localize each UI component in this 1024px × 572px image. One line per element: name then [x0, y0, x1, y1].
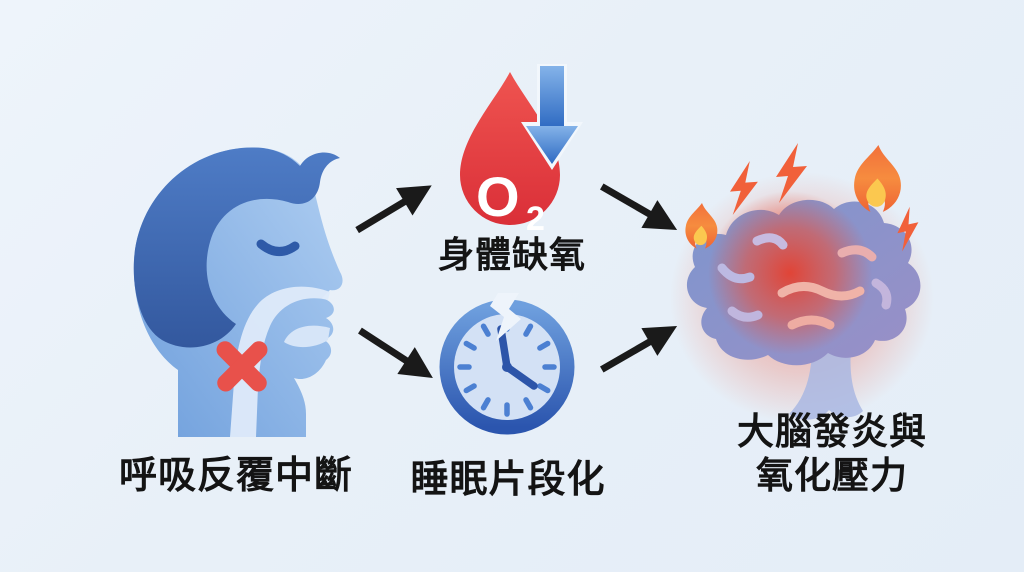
cause-label: 呼吸反覆中斷	[118, 455, 353, 497]
flame-icon-right	[854, 145, 901, 212]
o2-drop-decrease-icon: O 2	[460, 64, 583, 236]
arrow-fragmentation-to-outcome	[591, 310, 688, 385]
blocked-airway-profile-icon	[133, 147, 343, 437]
brain-folds	[717, 233, 892, 330]
cracked-clock-icon	[439, 293, 575, 435]
fragmentation-label: 睡眠片段化	[410, 459, 606, 501]
outcome-label: 大腦發炎與 氧化壓力	[682, 410, 982, 498]
blocked-x-icon	[216, 341, 268, 392]
hypoxia-label: 身體缺氧	[437, 234, 586, 275]
arrow-hypoxia-to-outcome	[591, 170, 688, 245]
inflamed-brain-icon	[670, 143, 934, 424]
mouth-shape	[284, 325, 330, 348]
arrow-cause-to-hypoxia	[346, 170, 442, 247]
flame-icon-left	[685, 203, 718, 249]
hair-shape	[133, 147, 340, 348]
o2-symbol: O	[476, 165, 520, 228]
blood-drop-shape	[460, 72, 560, 225]
down-arrow-icon	[526, 66, 578, 164]
lightning-icon-3	[897, 206, 919, 252]
lightning-icon-2	[776, 143, 807, 203]
crack-shape	[490, 293, 521, 341]
arrow-cause-to-fragmentation	[348, 315, 444, 394]
brainstem-shape	[789, 349, 863, 420]
outcome-label-line2: 氧化壓力	[756, 455, 908, 496]
airway-shape	[230, 286, 330, 437]
outcome-label-line1: 大腦發炎與	[737, 411, 927, 452]
clock-center-dot	[502, 362, 512, 372]
lightning-icon-1	[730, 161, 758, 215]
o2-subscript: 2	[526, 200, 545, 236]
closed-eye-icon	[256, 239, 300, 256]
